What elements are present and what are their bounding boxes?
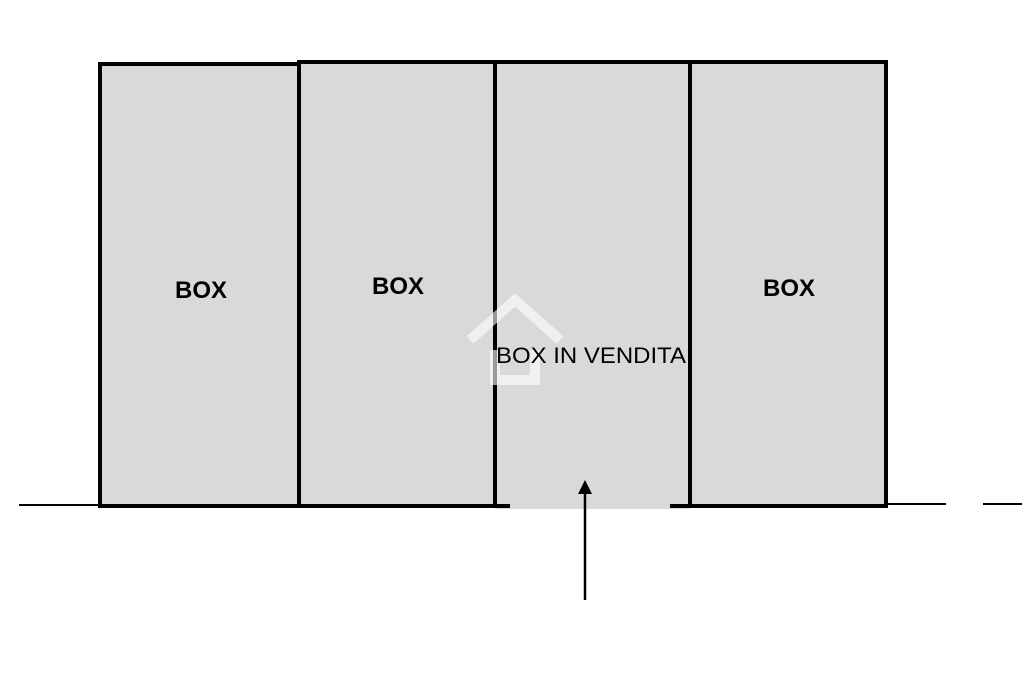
box-4-area <box>690 64 886 506</box>
street-line <box>19 503 1022 506</box>
watermark-logo-icon <box>466 293 564 385</box>
box-4-label: BOX <box>763 275 815 302</box>
box-2-label: BOX <box>372 273 424 300</box>
box-1-area <box>100 64 299 506</box>
entrance-arrow-icon <box>578 480 592 600</box>
walls <box>98 60 888 508</box>
box-3-area-for-sale <box>495 64 690 509</box>
box-1-label: BOX <box>175 277 227 304</box>
box-for-sale-label: BOX IN VENDITA <box>496 343 686 368</box>
box-2-area <box>299 64 495 506</box>
